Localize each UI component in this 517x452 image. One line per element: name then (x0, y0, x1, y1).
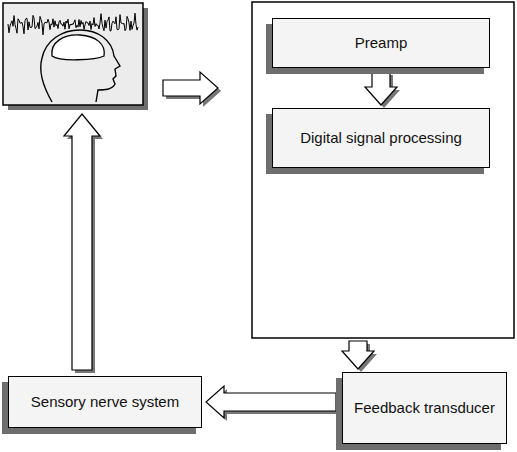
arrow-body (206, 386, 336, 418)
node-label: Digital signal processing (300, 129, 462, 147)
process-box: Preamp (272, 18, 490, 68)
process-box: Digital signal processing (272, 108, 490, 168)
arrow-body (342, 341, 374, 369)
processor-frame (252, 2, 514, 338)
feedback-arrow (64, 114, 100, 370)
node-label: Feedback transducer (354, 399, 495, 417)
node-label: Preamp (355, 34, 408, 52)
arrow-body (365, 72, 397, 105)
head-panel (3, 3, 143, 105)
block-arrow (365, 72, 400, 108)
head-outline (41, 30, 120, 102)
block-arrow (206, 386, 339, 421)
block-arrow (342, 341, 377, 372)
transducer-box: Feedback transducer (342, 372, 507, 444)
brain-outline (52, 35, 104, 60)
signal-arrow (163, 72, 218, 104)
node-label: Sensory nerve system (31, 393, 179, 411)
eeg-trace (8, 13, 138, 35)
sensory-box: Sensory nerve system (8, 376, 202, 428)
